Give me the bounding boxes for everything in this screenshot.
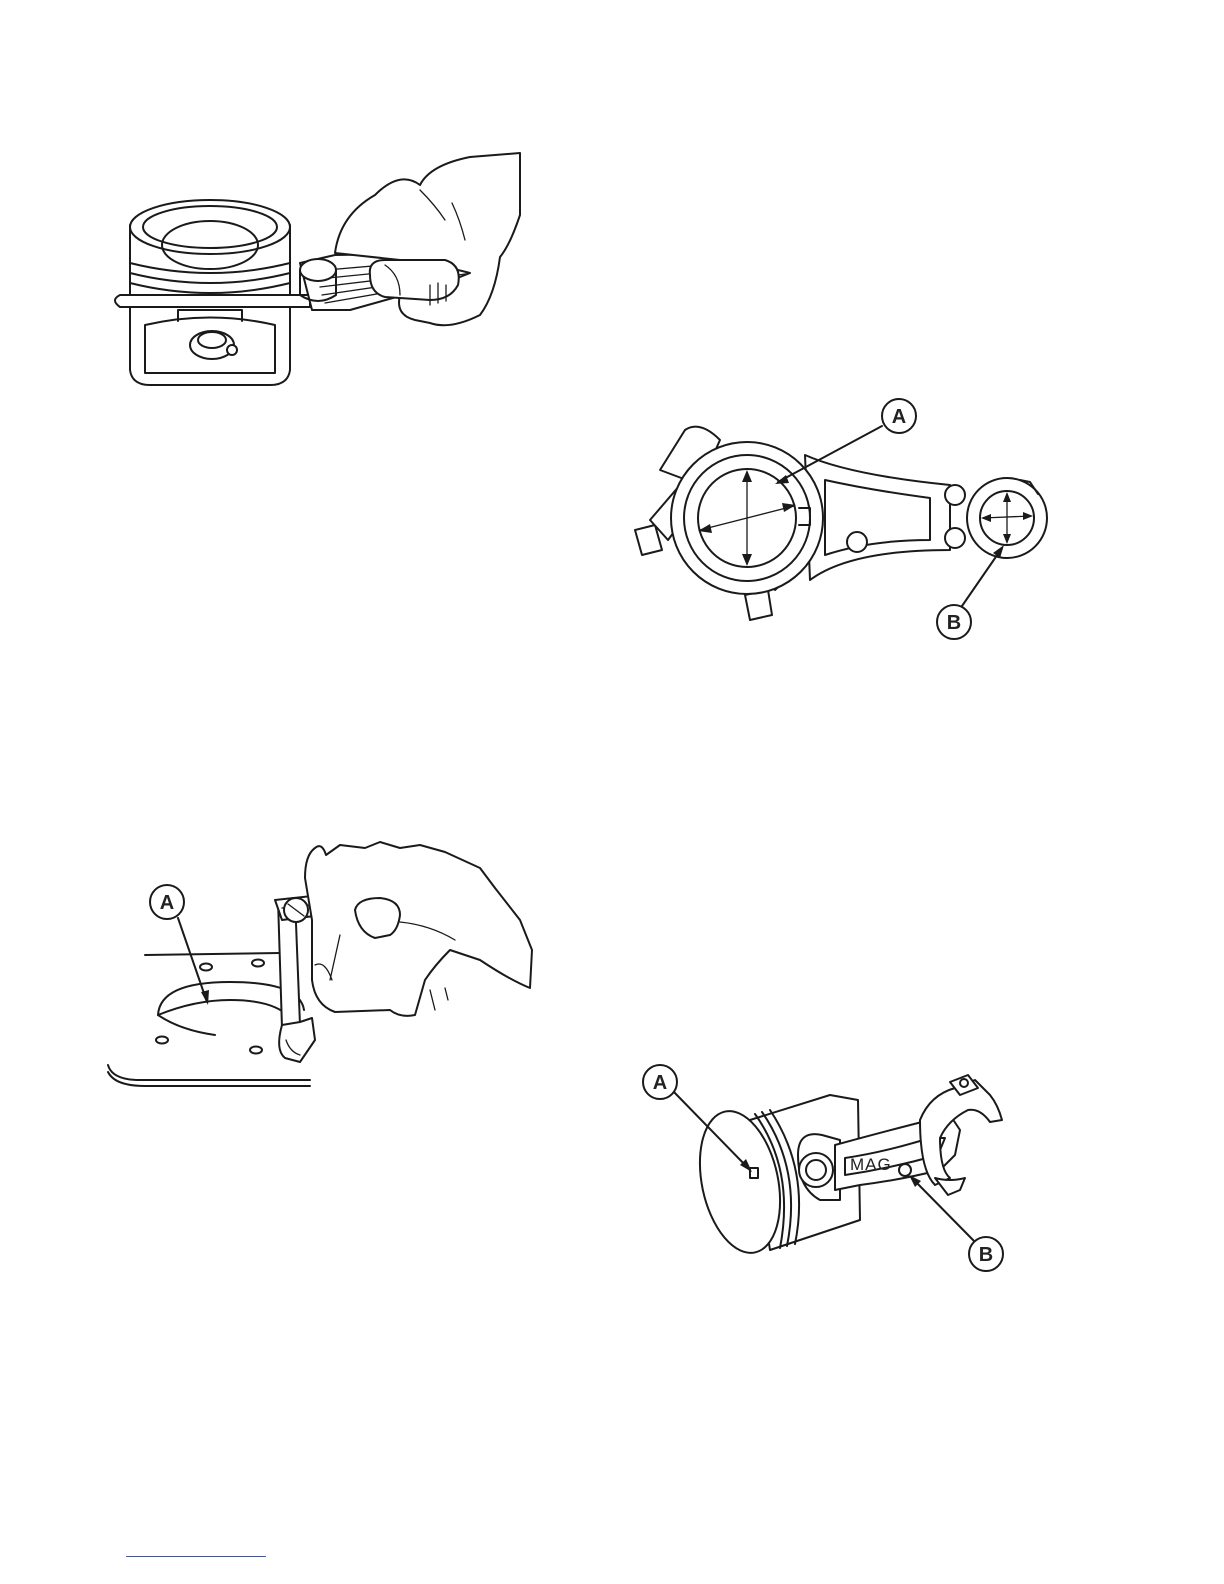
connecting-rod-illustration: A B [620,390,1070,650]
figure-connecting-rod: A B [620,390,1070,650]
bore-gauge-tip [279,1018,315,1062]
callout-b-label: B [947,612,961,634]
block-edge [108,1065,310,1080]
callout-a-leader [178,918,207,1002]
rod-oil-hole [899,1164,911,1176]
piston-rod-illustration: MAG A B [630,1060,1030,1280]
callout-b-label: B [979,1244,993,1266]
gauge-pivot [300,259,336,281]
feeler-gauge-blade [115,295,310,307]
figure-cylinder-bore: A [100,840,540,1090]
piston-pin [799,1153,833,1187]
figure-ring-gap-check [100,145,540,395]
figure-piston-rod-assembly: MAG A B [630,1060,1030,1280]
piston-pin [190,331,234,359]
callout-a-label: A [653,1072,667,1094]
rod-shank [805,455,950,580]
callout-a-label: A [160,892,174,914]
rod-big-end [920,1080,1002,1185]
callout-b-leader [962,548,1002,606]
rod-marking: MAG [850,1155,892,1174]
hand [305,842,532,1016]
ring-gap-illustration [100,145,540,395]
footer-link-rule [126,1556,266,1557]
callout-a-label: A [892,406,906,428]
piston-notch [750,1168,758,1178]
piston-crown [130,200,290,254]
cylinder-bore-illustration: A [100,840,540,1090]
